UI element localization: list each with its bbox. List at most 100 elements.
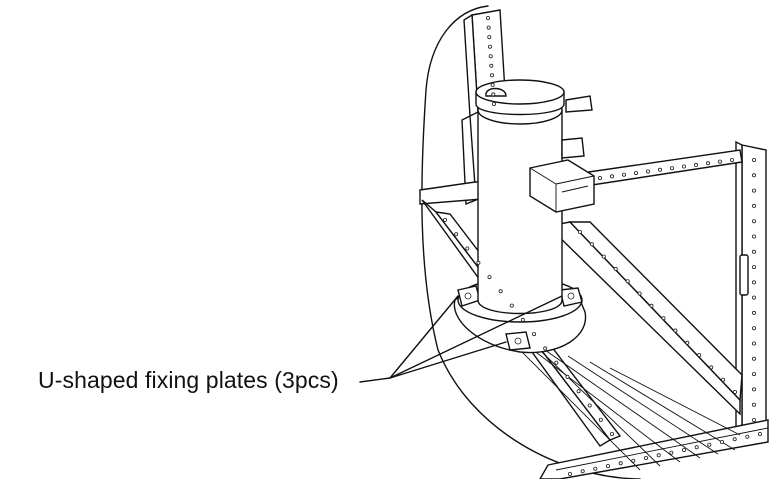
frame-hole (520, 317, 525, 322)
front-rail-holes (568, 431, 763, 476)
frame-hole (465, 246, 470, 251)
frame-hole (752, 249, 757, 254)
frame-hole (752, 173, 757, 178)
terminal-box (529, 159, 595, 213)
frame-hole (637, 291, 642, 296)
cutaway-outline (421, 5, 641, 479)
frame-hole (487, 35, 492, 40)
frame-hole (487, 44, 492, 49)
frame-hole (752, 372, 757, 377)
frame-hole (554, 360, 559, 365)
frame-hole (486, 25, 491, 30)
frame-hole (670, 166, 675, 171)
left-post-holes (485, 15, 496, 107)
frame-hole (593, 466, 598, 471)
frame-hole (634, 171, 639, 176)
frame-hole (625, 279, 630, 284)
frame-hole (610, 431, 615, 436)
frame-hole (752, 234, 757, 239)
frame-hole (685, 340, 690, 345)
frame-hole (485, 15, 490, 20)
frame-hole (752, 417, 757, 422)
frame-hole (606, 463, 611, 468)
frame-hole (682, 447, 687, 452)
frame-hole (752, 310, 757, 315)
frame-hole (613, 266, 618, 271)
callout-label: U-shaped fixing plates (3pcs) (38, 367, 339, 393)
frame-hole (618, 461, 623, 466)
frame-hole (532, 332, 537, 337)
frame-hole (489, 63, 494, 68)
frame-hole (730, 157, 735, 162)
frame-hole (758, 431, 763, 436)
frame-hole (646, 169, 651, 174)
frame-hole (454, 232, 459, 237)
frame-hole (752, 203, 757, 208)
frame-hole (601, 254, 606, 259)
frame-hole (669, 450, 674, 455)
frame-hole (598, 417, 603, 422)
frame-hole (644, 455, 649, 460)
frame-hole (745, 434, 750, 439)
frame-hole (707, 442, 712, 447)
frame-hole (694, 445, 699, 450)
frame-hole (752, 295, 757, 300)
frame-hole (658, 167, 663, 172)
frame-hole (732, 437, 737, 442)
scroll-compressor (475, 79, 595, 315)
frame-hole (649, 303, 654, 308)
frame-hole (706, 161, 711, 166)
frame-hole (752, 157, 757, 162)
top-fitting-left (485, 87, 507, 97)
frame-hole (661, 316, 666, 321)
callout-leaders (359, 295, 563, 383)
frame-hole (543, 346, 548, 351)
frame-hole (589, 242, 594, 247)
frame-hole (752, 265, 757, 270)
frame-hole (656, 453, 661, 458)
frame-hole (733, 389, 738, 394)
frame-hole (598, 175, 603, 180)
frame-hole (752, 326, 757, 331)
frame-hole (587, 403, 592, 408)
u-shaped-fixing-plate-2 (559, 287, 583, 307)
frame-hole (509, 303, 514, 308)
u-shaped-fixing-plate-3 (505, 331, 531, 351)
frame-hole (752, 280, 757, 285)
frame-hole (565, 374, 570, 379)
frame-hole (610, 174, 615, 179)
frame-hole (697, 353, 702, 358)
frame-hole (752, 188, 757, 193)
frame-hole (709, 365, 714, 370)
frame-hole (720, 439, 725, 444)
frame-hole (718, 159, 723, 164)
frame-hole (488, 54, 493, 59)
right-post-holes (752, 157, 757, 422)
frame-hole (568, 471, 573, 476)
frame-hole (580, 469, 585, 474)
frame-hole (489, 73, 494, 78)
right-post-slot (739, 254, 749, 296)
frame-hole (622, 172, 627, 177)
frame-hole (673, 328, 678, 333)
frame-hole (752, 341, 757, 346)
frame-hole (490, 82, 495, 87)
frame-hole (576, 389, 581, 394)
right-rail-holes (578, 229, 738, 394)
discharge-fitting (565, 95, 593, 113)
frame-hole (498, 289, 503, 294)
base-front-rail (539, 419, 769, 479)
frame-hole (631, 458, 636, 463)
frame-hole (476, 260, 481, 265)
frame-hole (491, 92, 496, 97)
frame-hole (752, 402, 757, 407)
frame-hole (442, 217, 447, 222)
left-rail-holes (442, 217, 615, 436)
frame-hole (694, 162, 699, 167)
frame-hole (491, 102, 496, 107)
frame-hole (721, 377, 726, 382)
back-rail-holes (598, 157, 735, 180)
frame-hole (752, 219, 757, 224)
